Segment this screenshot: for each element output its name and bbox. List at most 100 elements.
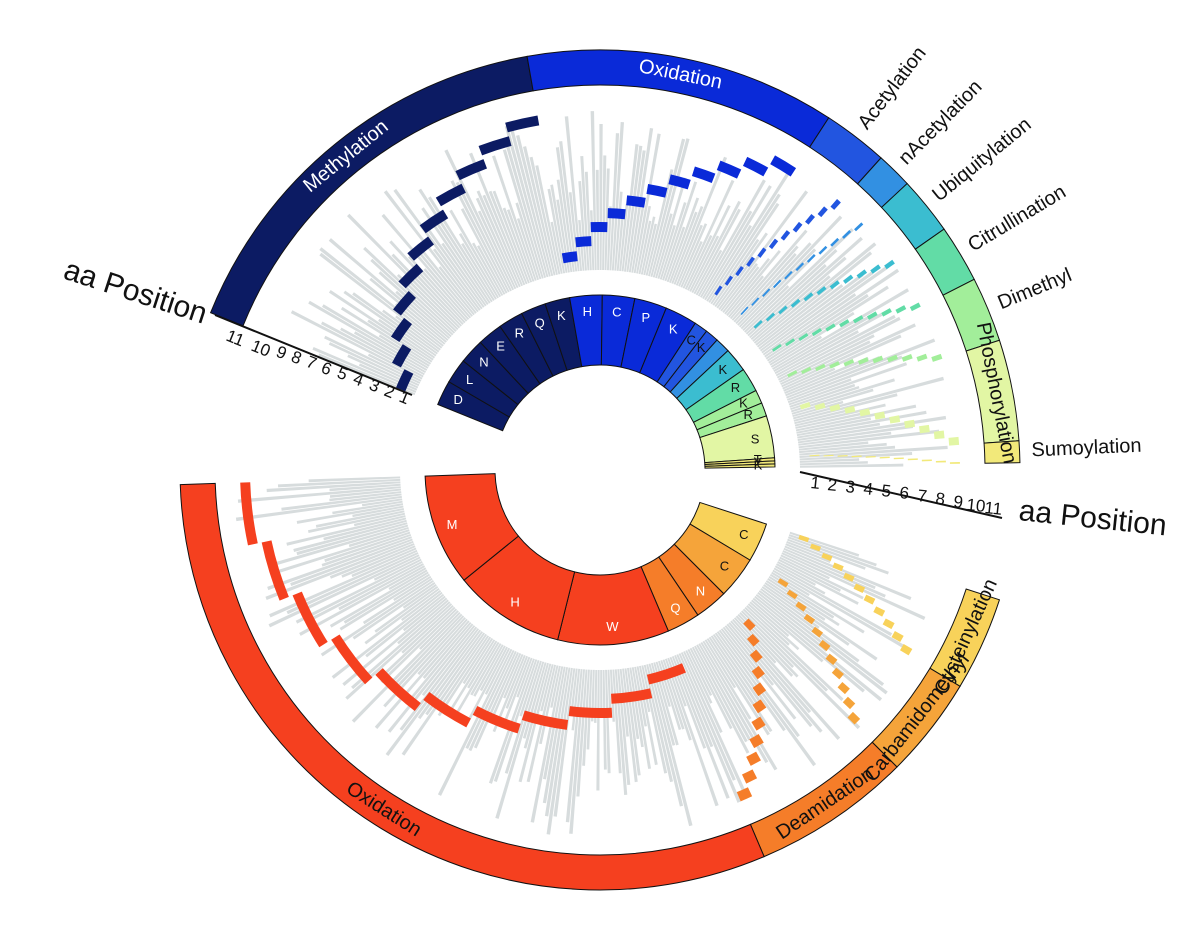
position-track [621, 144, 639, 272]
position-mark [261, 540, 289, 601]
position-track [755, 251, 873, 346]
position-track [417, 244, 475, 316]
position-track [550, 184, 568, 273]
position-mark [901, 353, 913, 362]
position-track [773, 567, 893, 637]
position-track [682, 179, 735, 289]
position-track [774, 313, 883, 375]
position-track [568, 192, 580, 272]
position-track [437, 636, 492, 717]
residue-label: W [606, 619, 619, 634]
position-mark [803, 292, 814, 302]
position-track [619, 204, 629, 272]
position-track [373, 556, 421, 581]
position-track [784, 545, 912, 601]
residue-label: Q [670, 600, 680, 615]
position-mark [872, 355, 884, 364]
residue-label: Y [754, 455, 763, 470]
position-track [332, 500, 403, 515]
position-mark [407, 236, 434, 261]
right-position-label: 10 [966, 495, 987, 516]
position-track [799, 463, 904, 468]
position-track [502, 656, 531, 725]
position-mark [396, 369, 414, 392]
position-track [394, 303, 446, 345]
position-track [633, 133, 661, 274]
position-mark [716, 160, 742, 179]
position-mark [751, 665, 765, 680]
position-track [329, 569, 428, 628]
position-track [798, 429, 940, 449]
position-track [730, 620, 812, 714]
position-track [799, 442, 887, 454]
position-track [578, 181, 587, 271]
position-track [296, 503, 404, 524]
modification-outer-ring [179, 49, 1021, 891]
position-track [493, 659, 538, 782]
position-track [638, 220, 652, 275]
position-track [702, 185, 772, 300]
position-track [626, 150, 646, 273]
position-mark [423, 692, 471, 728]
position-mark [843, 572, 855, 582]
position-track [745, 249, 838, 335]
position-track [407, 280, 459, 331]
position-track [675, 224, 703, 286]
position-track [602, 155, 607, 271]
position-track [657, 225, 676, 279]
position-track [450, 180, 510, 293]
position-track [320, 579, 434, 657]
position-track [702, 640, 752, 720]
position-mark [916, 353, 928, 362]
position-track [329, 543, 415, 579]
position-track [505, 655, 529, 709]
position-mark [568, 706, 613, 718]
position-mark [753, 319, 763, 329]
position-track [293, 519, 407, 552]
position-mark [895, 305, 907, 314]
right-position-label: 1 [810, 473, 821, 493]
position-mark [919, 424, 930, 434]
position-track [542, 667, 569, 804]
position-track [362, 577, 433, 625]
modification-label: Deamidation [772, 763, 877, 844]
position-track [540, 664, 554, 712]
position-mark [900, 644, 913, 656]
position-track [619, 668, 629, 737]
position-mark [801, 366, 812, 375]
residue-label: R [731, 380, 740, 395]
position-track [510, 128, 551, 277]
position-track [786, 338, 936, 399]
position-track [605, 669, 611, 774]
residue-label: K [718, 362, 727, 377]
position-track [706, 171, 791, 302]
right-position-labels: 1 2 3 4 5 6 7 8 9 10 11 [810, 473, 1004, 519]
position-track [351, 547, 417, 578]
position-mark [844, 405, 856, 414]
position-track [724, 258, 771, 315]
position-mark [735, 265, 744, 277]
residue-label: K [739, 395, 748, 410]
position-mark [762, 288, 771, 297]
position-track [680, 652, 749, 800]
position-mark [863, 594, 876, 605]
position-track [266, 481, 401, 493]
position-track [277, 478, 401, 488]
position-mark [821, 552, 833, 562]
position-track [237, 486, 401, 503]
position-track [305, 560, 423, 624]
position-track [417, 618, 468, 675]
position-track [319, 247, 444, 347]
position-track [744, 606, 844, 702]
position-track [491, 155, 537, 281]
position-track [704, 639, 737, 689]
position-mark [419, 209, 449, 234]
position-track [449, 639, 496, 711]
position-mark [854, 222, 864, 232]
position-track [708, 193, 781, 303]
position-track [728, 622, 823, 733]
position-track [516, 218, 540, 281]
left-position-label: 9 [274, 342, 290, 363]
left-position-label: 7 [304, 352, 320, 373]
